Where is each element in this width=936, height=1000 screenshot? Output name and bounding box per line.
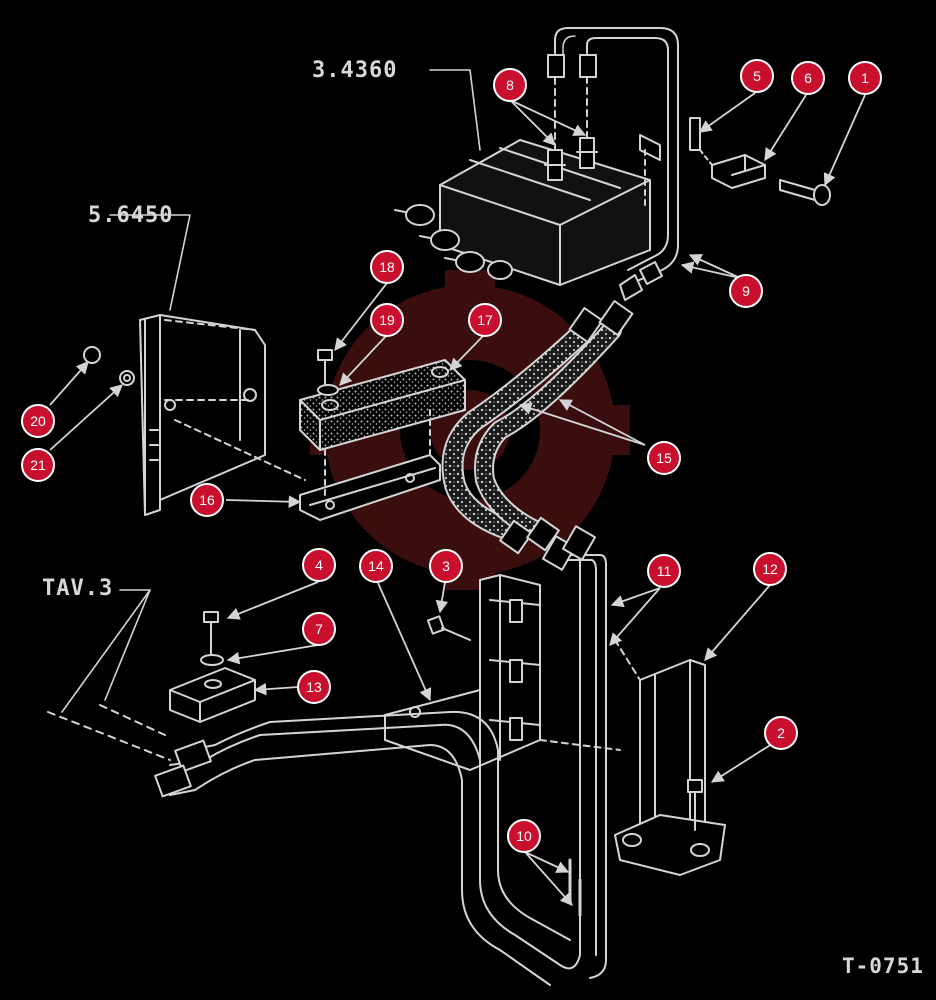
- drawing-number: T-0751: [842, 954, 924, 978]
- screw-18: [317, 349, 333, 386]
- callout-11[interactable]: 11: [647, 554, 681, 588]
- leader-lines: [49, 92, 866, 906]
- mounting-plate: [109, 214, 306, 516]
- callout-6[interactable]: 6: [791, 61, 825, 95]
- callout-18[interactable]: 18: [370, 250, 404, 284]
- callout-8[interactable]: 8: [493, 68, 527, 102]
- callout-4[interactable]: 4: [302, 548, 336, 582]
- callout-14[interactable]: 14: [359, 549, 393, 583]
- callout-5[interactable]: 5: [740, 59, 774, 93]
- callout-7[interactable]: 7: [302, 612, 336, 646]
- callout-10[interactable]: 10: [507, 819, 541, 853]
- callout-3[interactable]: 3: [429, 549, 463, 583]
- callout-16[interactable]: 16: [190, 483, 224, 517]
- callout-1[interactable]: 1: [848, 61, 882, 95]
- callout-19[interactable]: 19: [370, 303, 404, 337]
- column-bracket: [614, 639, 726, 876]
- callout-21[interactable]: 21: [21, 448, 55, 482]
- callout-12[interactable]: 12: [753, 552, 787, 586]
- washer-21: [119, 370, 135, 386]
- pipe-support-bracket: [384, 574, 621, 771]
- clamp-block-13: [169, 667, 256, 723]
- nut-20: [83, 346, 101, 364]
- assembly-label-valve: 3.4360: [312, 58, 398, 83]
- manifold-bracket: [299, 409, 441, 521]
- hydraulic-hoses: [441, 300, 634, 555]
- upper-pipes: [547, 27, 701, 301]
- callout-2[interactable]: 2: [764, 716, 798, 750]
- bolt: [779, 179, 831, 206]
- callout-20[interactable]: 20: [21, 404, 55, 438]
- washer-19: [317, 384, 339, 396]
- manifold-block: [299, 359, 466, 451]
- screw-3: [426, 615, 471, 641]
- bolt-4: [203, 611, 219, 656]
- callout-9[interactable]: 9: [729, 274, 763, 308]
- control-valve-block: [394, 69, 651, 286]
- lower-pipes: [154, 525, 607, 986]
- pipe-clamp: [699, 149, 766, 189]
- callout-15[interactable]: 15: [647, 441, 681, 475]
- callout-17[interactable]: 17: [468, 303, 502, 337]
- callout-13[interactable]: 13: [297, 670, 331, 704]
- table-reference-label: TAV.3: [42, 576, 114, 601]
- assembly-label-bracket: 5.6450: [88, 203, 174, 228]
- washer-7: [200, 654, 224, 666]
